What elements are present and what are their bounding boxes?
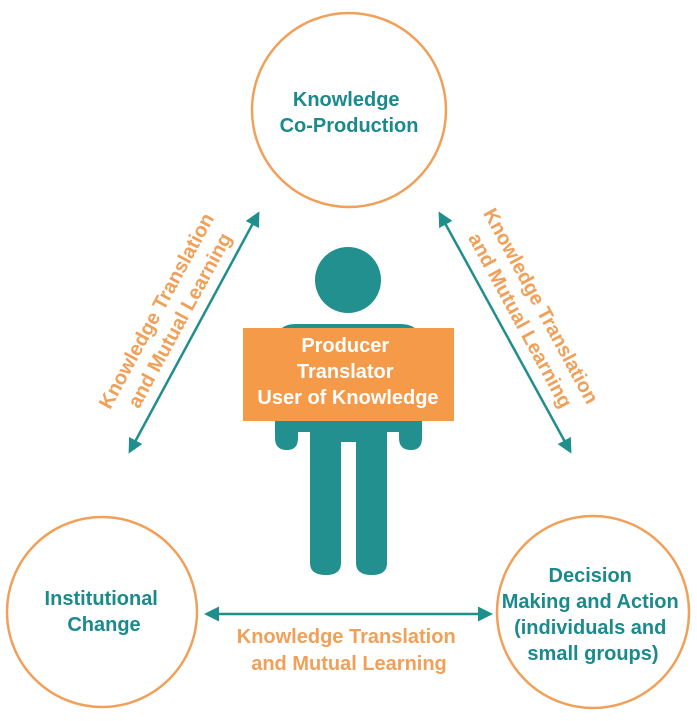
node-label-top: Knowledge Co-Production xyxy=(280,89,419,137)
node-circle-top xyxy=(250,11,448,209)
node-circle-right xyxy=(495,514,691,710)
edge-bottom-line-1: Knowledge Translation xyxy=(237,626,456,648)
node-knowledge-co-production: Knowledge Co-Production xyxy=(250,11,448,209)
edge-label-bottom: Knowledge Translation and Mutual Learnin… xyxy=(237,626,461,675)
role-box-background xyxy=(243,328,454,421)
edge-label-left: Knowledge Translation and Mutual Learnin… xyxy=(95,205,243,425)
edge-label-right: Knowledge Translation and Mutual Learnin… xyxy=(456,205,604,425)
node-top-line-1: Knowledge xyxy=(293,89,400,111)
edge-bottom-line-2: and Mutual Learning xyxy=(251,653,447,675)
node-institutional-change: Institutional Change xyxy=(5,515,199,709)
person-head xyxy=(315,247,381,313)
node-label-left: Institutional Change xyxy=(45,588,164,636)
node-left-line-2: Change xyxy=(67,614,140,636)
role-label: Producer Translator User of Knowledge xyxy=(257,335,438,409)
role-line-2: Translator xyxy=(297,361,394,383)
role-line-1: Producer xyxy=(301,335,389,357)
node-label-right: Decision Making and Action (individuals … xyxy=(502,565,685,665)
node-right-line-1: Decision xyxy=(549,565,632,587)
node-right-line-2: Making and Action xyxy=(502,591,679,613)
node-top-line-2: Co-Production xyxy=(280,115,419,137)
node-decision-making: Decision Making and Action (individuals … xyxy=(495,514,691,710)
arrow-right-diagonal xyxy=(438,211,572,454)
role-line-3: User of Knowledge xyxy=(257,387,438,409)
role-box: Producer Translator User of Knowledge xyxy=(243,328,454,421)
node-left-line-1: Institutional xyxy=(45,588,158,610)
node-circle-left xyxy=(5,515,199,709)
node-right-line-3: (individuals and xyxy=(514,617,666,639)
arrow-left-diagonal xyxy=(128,211,260,454)
node-right-line-4: small groups) xyxy=(527,643,658,665)
